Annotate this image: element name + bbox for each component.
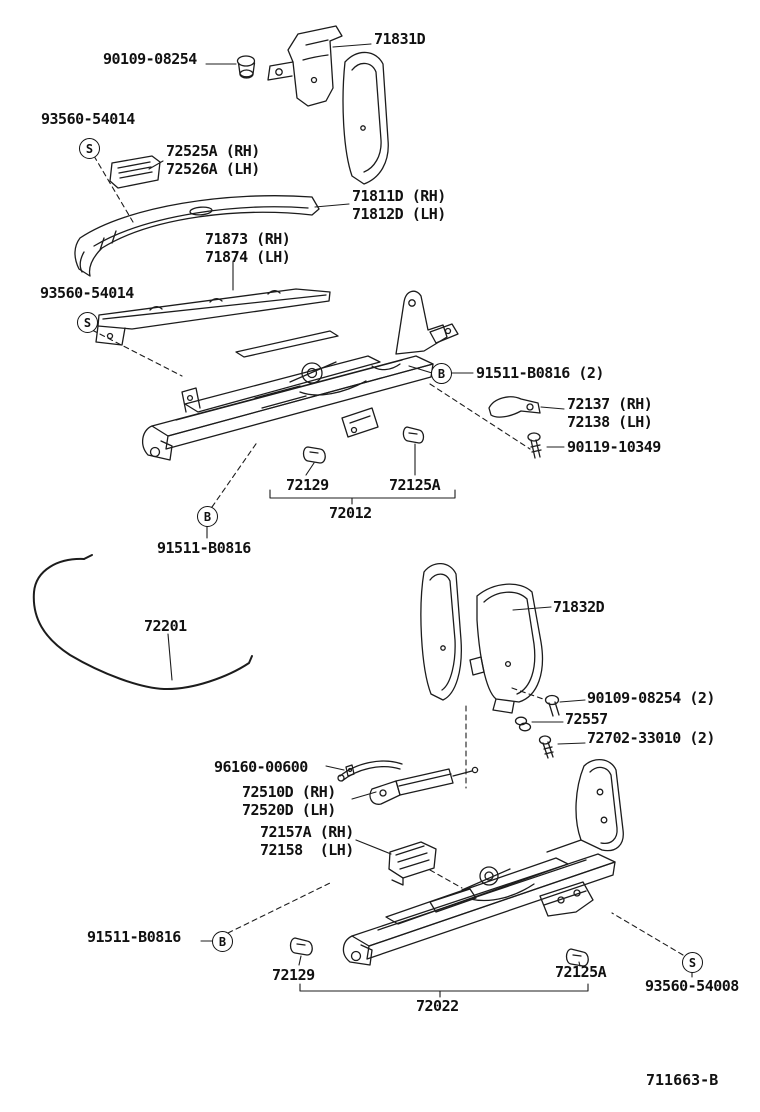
wire-72201-drawing	[32, 554, 253, 691]
screw-symbol: S	[79, 138, 100, 159]
part-label-72125a-top: 72125A	[389, 476, 441, 494]
clip-72125a-bottom-drawing	[565, 948, 589, 967]
part-label-96160-00600: 96160-00600	[214, 758, 308, 776]
part-label-90109-08254-top: 90109-08254	[103, 50, 197, 68]
bolt-symbol: B	[197, 506, 218, 527]
part-label-72125a-bottom: 72125A	[555, 963, 607, 981]
washer-72557-icon	[514, 716, 532, 732]
part-label-90109-08254-2: 90109-08254 (2)	[587, 689, 715, 707]
part-label-91511-b0816-2: 91511-B0816 (2)	[476, 364, 604, 382]
screw-symbol: S	[77, 312, 98, 333]
part-label-72129-top: 72129	[286, 476, 329, 494]
part-label-72012: 72012	[329, 504, 372, 522]
part-label-91511-b0816-bot: 91511-B0816	[87, 928, 181, 946]
shield-71832d-drawing	[420, 562, 544, 714]
bolt-symbol: B	[212, 931, 233, 952]
part-label-72525a: 72525A (RH)	[166, 142, 260, 160]
strip-71873-drawing	[95, 288, 331, 346]
clip-72129-top-drawing	[302, 446, 326, 464]
part-label-93560-54014-b: 93560-54014	[40, 284, 134, 302]
part-label-90119-10349: 90119-10349	[567, 438, 661, 456]
bolt-90109-08254-lower-icon	[544, 694, 560, 717]
clip-72129-bottom-drawing	[289, 937, 313, 956]
grille-72525a-drawing	[109, 155, 161, 189]
actuator-72510d-drawing	[337, 760, 479, 805]
bolt-symbol: B	[431, 363, 452, 384]
bolt-72702-33010-icon	[538, 735, 554, 759]
part-label-93560-54014-a: 93560-54014	[41, 110, 135, 128]
part-label-71874: 71874 (LH)	[205, 248, 291, 266]
bracket-71831d-drawing	[267, 25, 389, 185]
valance-71811d-drawing	[74, 195, 320, 277]
group-brackets	[269, 489, 589, 998]
part-label-72702-33010-2: 72702-33010 (2)	[587, 729, 715, 747]
upper-seat-track-drawing	[142, 290, 459, 461]
part-label-72137: 72137 (RH)	[567, 395, 653, 413]
part-label-72129-bottom: 72129	[272, 966, 315, 984]
screw-symbol: S	[682, 952, 703, 973]
bolt-90119-10349-icon	[527, 432, 542, 459]
bolt-90109-08254-top-icon	[236, 55, 256, 79]
part-label-72138: 72138 (LH)	[567, 413, 653, 431]
part-label-72520d: 72520D (LH)	[242, 801, 336, 819]
part-label-72201: 72201	[144, 617, 187, 635]
part-label-71811d: 71811D (RH)	[352, 187, 446, 205]
drawing-number: 711663-B	[646, 1071, 719, 1089]
part-label-71812d: 71812D (LH)	[352, 205, 446, 223]
part-label-71831d: 71831D	[374, 30, 426, 48]
part-label-72157a: 72157A (RH)	[260, 823, 354, 841]
part-label-72526a: 72526A (LH)	[166, 160, 260, 178]
bracket-72137-drawing	[488, 396, 541, 418]
clip-72125a-top-drawing	[402, 426, 425, 444]
part-label-71832d: 71832D	[553, 598, 605, 616]
part-label-72158: 72158 (LH)	[260, 841, 354, 859]
part-label-93560-54008: 93560-54008	[645, 977, 739, 995]
part-label-72510d: 72510D (RH)	[242, 783, 336, 801]
lower-seat-track-drawing	[342, 759, 624, 966]
leader-lines	[148, 43, 693, 978]
part-label-72022: 72022	[416, 997, 459, 1015]
part-label-91511-b0816-top: 91511-B0816	[157, 539, 251, 557]
part-label-72557: 72557	[565, 710, 608, 728]
part-label-71873: 71873 (RH)	[205, 230, 291, 248]
bracket-72157a-drawing	[388, 841, 437, 886]
dashed-lines	[91, 155, 684, 956]
